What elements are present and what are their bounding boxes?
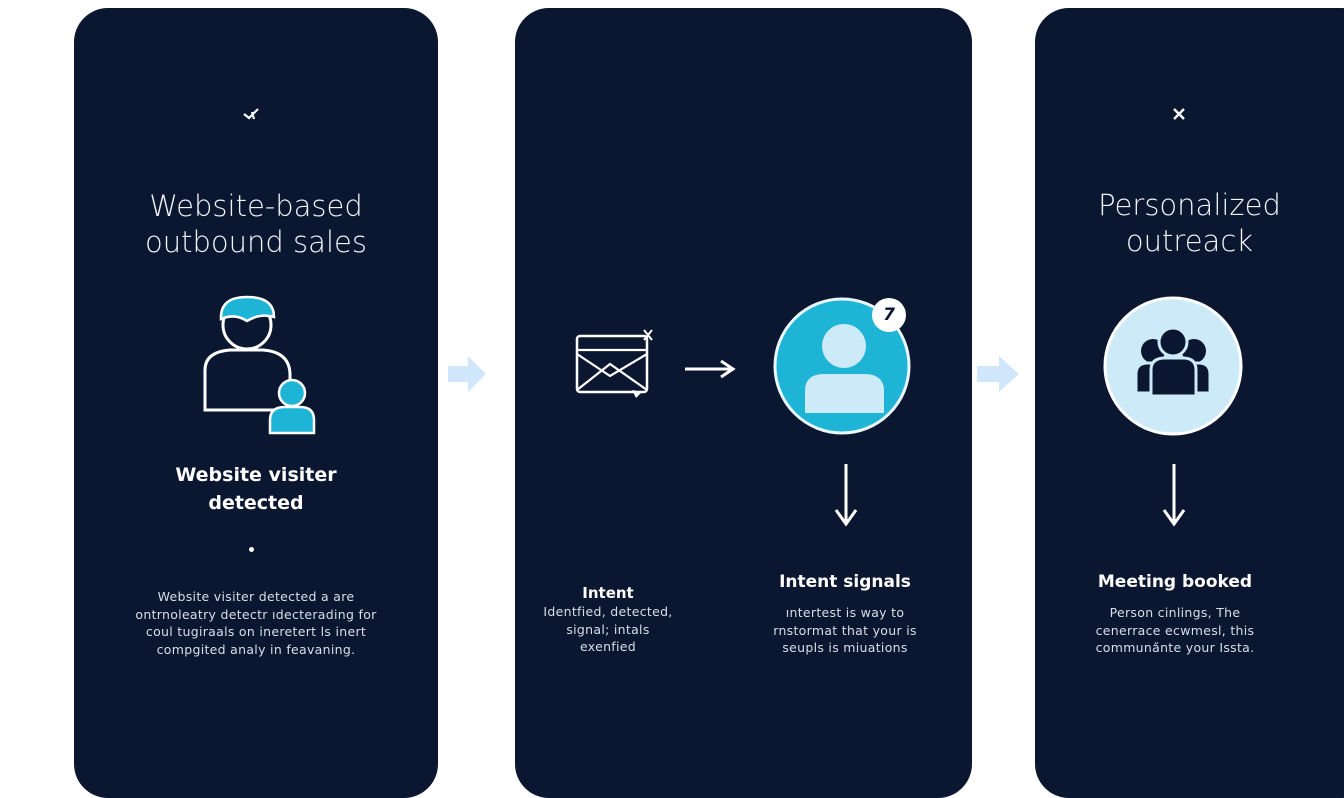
intent-signals-heading: Intent signals — [779, 572, 911, 592]
email-icon — [575, 329, 653, 398]
notification-badge: 7 — [872, 298, 906, 332]
step-panel-website — [74, 8, 438, 798]
visitor-icon — [203, 295, 316, 435]
arrow-right-icon — [685, 359, 736, 379]
team-icon — [1103, 296, 1243, 436]
bullet-dot — [249, 547, 254, 552]
meeting-booked-heading: Meeting booked — [1097, 572, 1253, 592]
arrow-down-icon — [1162, 464, 1186, 527]
intent-heading: Intent — [582, 584, 634, 602]
chevron-right-icon — [977, 356, 1019, 392]
check-icon — [243, 108, 259, 120]
chevron-right-icon — [448, 356, 486, 392]
lead-avatar-icon — [773, 297, 911, 435]
arrow-down-icon — [834, 464, 858, 527]
close-icon — [1173, 108, 1185, 120]
